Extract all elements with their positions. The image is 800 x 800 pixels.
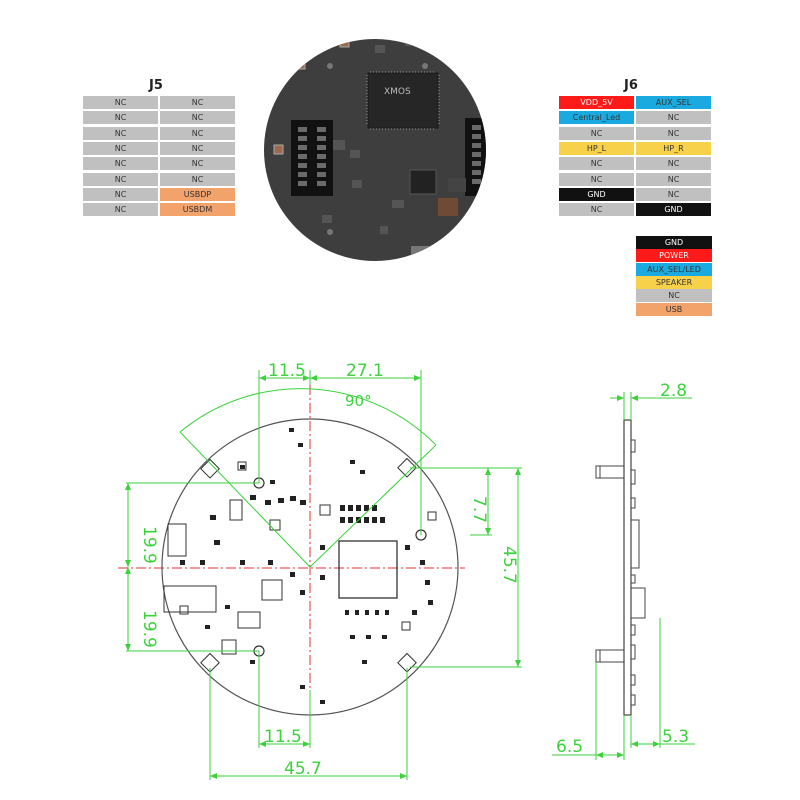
side-board — [623, 419, 632, 716]
dim-side-right: 5.3 — [662, 727, 689, 747]
outline-smd-parts — [180, 428, 433, 704]
j6-pin-right-1: AUX_SEL — [636, 96, 711, 109]
j5-pin-left-1: NC — [83, 96, 158, 109]
board-photo: XMOS — [264, 39, 486, 261]
j6-pin-right-7: NC — [636, 187, 711, 201]
legend-item-power: POWER — [636, 249, 712, 263]
dim-top-right: 27.1 — [346, 361, 384, 381]
j6-pin-right-3: NC — [636, 126, 711, 140]
dim-angle: 90° — [345, 392, 372, 410]
mounting-holes — [253, 477, 427, 657]
dim-bottom-width: 45.7 — [284, 759, 322, 779]
dim-left-lower: 19.9 — [139, 610, 159, 648]
legend-item-speaker: SPEAKER — [636, 275, 712, 289]
centerlines — [118, 385, 465, 720]
legend-item-usb: USB — [636, 302, 712, 316]
j6-pin-right-8: GND — [636, 203, 711, 217]
j6-pin-right-4: HP_R — [636, 141, 711, 155]
j6-pin-left-3: NC — [559, 126, 634, 140]
j5-pin-right-8: USBDM — [160, 203, 235, 217]
j6-pin-left-5: NC — [559, 157, 634, 171]
j5-pin-left-6: NC — [83, 172, 158, 186]
j6-pin-left-7: GND — [559, 187, 634, 201]
j6-pin-left-8: NC — [559, 203, 634, 217]
legend-item-gnd: GND — [636, 236, 712, 249]
j5-pin-left-4: NC — [83, 141, 158, 155]
dimension-lines — [126, 370, 522, 780]
dimension-arrows — [125, 375, 521, 779]
outline-components — [163, 499, 398, 655]
dim-right-height: 45.7 — [499, 546, 519, 584]
j6-pin-left-1: VDD_5V — [559, 96, 634, 109]
j5-title: J5 — [149, 78, 163, 93]
legend-item-aux_sel_led: AUX_SEL/LED — [636, 262, 712, 276]
j5-pin-left-3: NC — [83, 126, 158, 140]
j5-pin-right-7: USBDP — [160, 187, 235, 201]
dim-side-thickness: 2.8 — [660, 381, 687, 401]
j5-pin-right-4: NC — [160, 141, 235, 155]
legend-item-nc: NC — [636, 289, 712, 303]
j6-pin-right-2: NC — [636, 111, 711, 125]
j5-pin-left-5: NC — [83, 157, 158, 171]
j6-pin-left-4: HP_L — [559, 141, 634, 155]
j5-pin-right-2: NC — [160, 111, 235, 125]
j6-pin-left-2: Central_Led — [559, 111, 634, 125]
j5-pin-right-6: NC — [160, 172, 235, 186]
outline-led-pads — [179, 457, 437, 673]
j5-pin-right-3: NC — [160, 126, 235, 140]
j5-pin-left-8: NC — [83, 203, 158, 217]
dim-left-upper: 19.9 — [139, 526, 159, 564]
xmos-logo: XMOS — [384, 87, 411, 97]
j5-pin-left-7: NC — [83, 187, 158, 201]
j5-pin-right-5: NC — [160, 157, 235, 171]
j5-pin-right-1: NC — [160, 96, 235, 109]
j6-title: J6 — [624, 78, 638, 93]
dim-side-left: 6.5 — [556, 737, 583, 757]
side-view: 2.8 6.5 5.3 — [552, 381, 695, 760]
j6-pin-right-6: NC — [636, 172, 711, 186]
dim-right-small: 7.7 — [469, 496, 489, 523]
dim-top-left: 11.5 — [268, 361, 306, 381]
j5-pin-left-2: NC — [83, 111, 158, 125]
xmos-chip — [367, 72, 439, 129]
outline-xmos-chip — [338, 540, 398, 599]
dim-bottom-small: 11.5 — [264, 727, 302, 747]
j6-pin-left-6: NC — [559, 172, 634, 186]
j6-pin-right-5: NC — [636, 157, 711, 171]
